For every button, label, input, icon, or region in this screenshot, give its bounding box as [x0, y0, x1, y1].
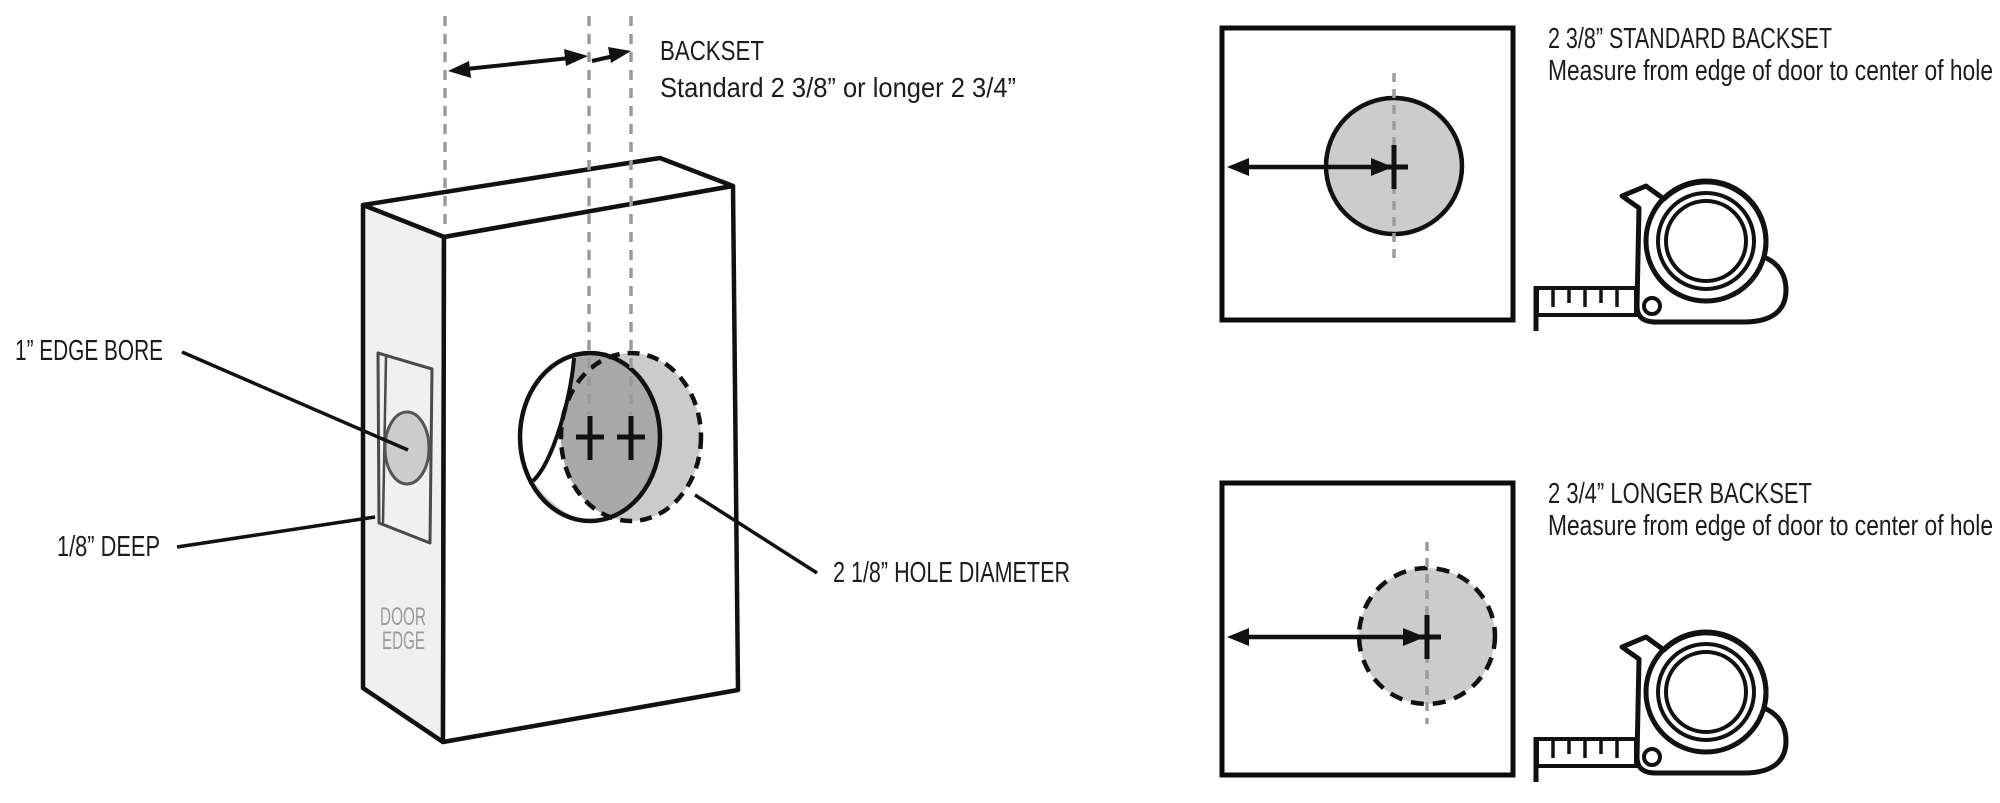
tape-reel-mid [1656, 191, 1756, 291]
tape-measure-icon [1536, 632, 1786, 782]
backset-extension-arrow [591, 47, 631, 63]
panel-standard-subtitle: Measure from edge of door to center of h… [1548, 55, 1993, 87]
center-crosshair [1413, 615, 1441, 659]
backset-title-label: BACKSET [660, 35, 764, 66]
guide-centerlines [443, 16, 633, 414]
panel-longer-backset: 2 3/4” LONGER BACKSET Measure from edge … [1219, 478, 1993, 782]
hole-diameter-label: 2 1/8” HOLE DIAMETER [833, 557, 1070, 589]
center-crosshair [1380, 145, 1408, 189]
edge-bore-leader [181, 350, 409, 452]
arrowhead-right [564, 49, 588, 66]
edge-depth-label: 1/8” DEEP [57, 531, 160, 563]
backset-arrow [448, 49, 588, 78]
tape-measure-icon [1533, 178, 1789, 331]
hole-interior-dark [561, 354, 660, 518]
arrowhead-left [448, 61, 471, 78]
arrowhead-right [608, 47, 631, 63]
panel-longer-subtitle: Measure from edge of door to center of h… [1548, 510, 1993, 542]
door-edge-label-line1: DOOR [380, 603, 426, 631]
leader-lines [176, 350, 818, 575]
crosshair-standard [576, 416, 604, 460]
panel-longer-title: 2 3/4” LONGER BACKSET [1548, 478, 1812, 510]
door-face-square [1219, 25, 1516, 323]
tape-reel-outer [1643, 178, 1769, 304]
hole-diameter-leader [694, 493, 818, 575]
tape-ticks [1551, 290, 1619, 307]
door-edge-label-line2: EDGE [382, 627, 425, 655]
standard-hole-outline [517, 350, 663, 524]
tape-reel-inner [1664, 199, 1748, 283]
panel-standard-title: 2 3/8” STANDARD BACKSET [1548, 23, 1832, 55]
hole-wall-white-crescent [520, 358, 574, 481]
tape-lock-button [1642, 296, 1662, 316]
longer-hole-dashed-outline [558, 350, 704, 524]
latch-plate [376, 351, 434, 545]
panel-standard-backset: 2 3/8” STANDARD BACKSET Measure from edg… [1219, 23, 1993, 331]
crosshair-longer [617, 416, 645, 460]
arrowhead-left [1227, 158, 1249, 176]
edge-depth-leader [176, 515, 376, 549]
arrowhead-left [1227, 628, 1249, 646]
backset-subtitle-label: Standard 2 3/8” or longer 2 3/4” [660, 72, 1016, 103]
edge-bore-label: 1” EDGE BORE [15, 335, 163, 367]
